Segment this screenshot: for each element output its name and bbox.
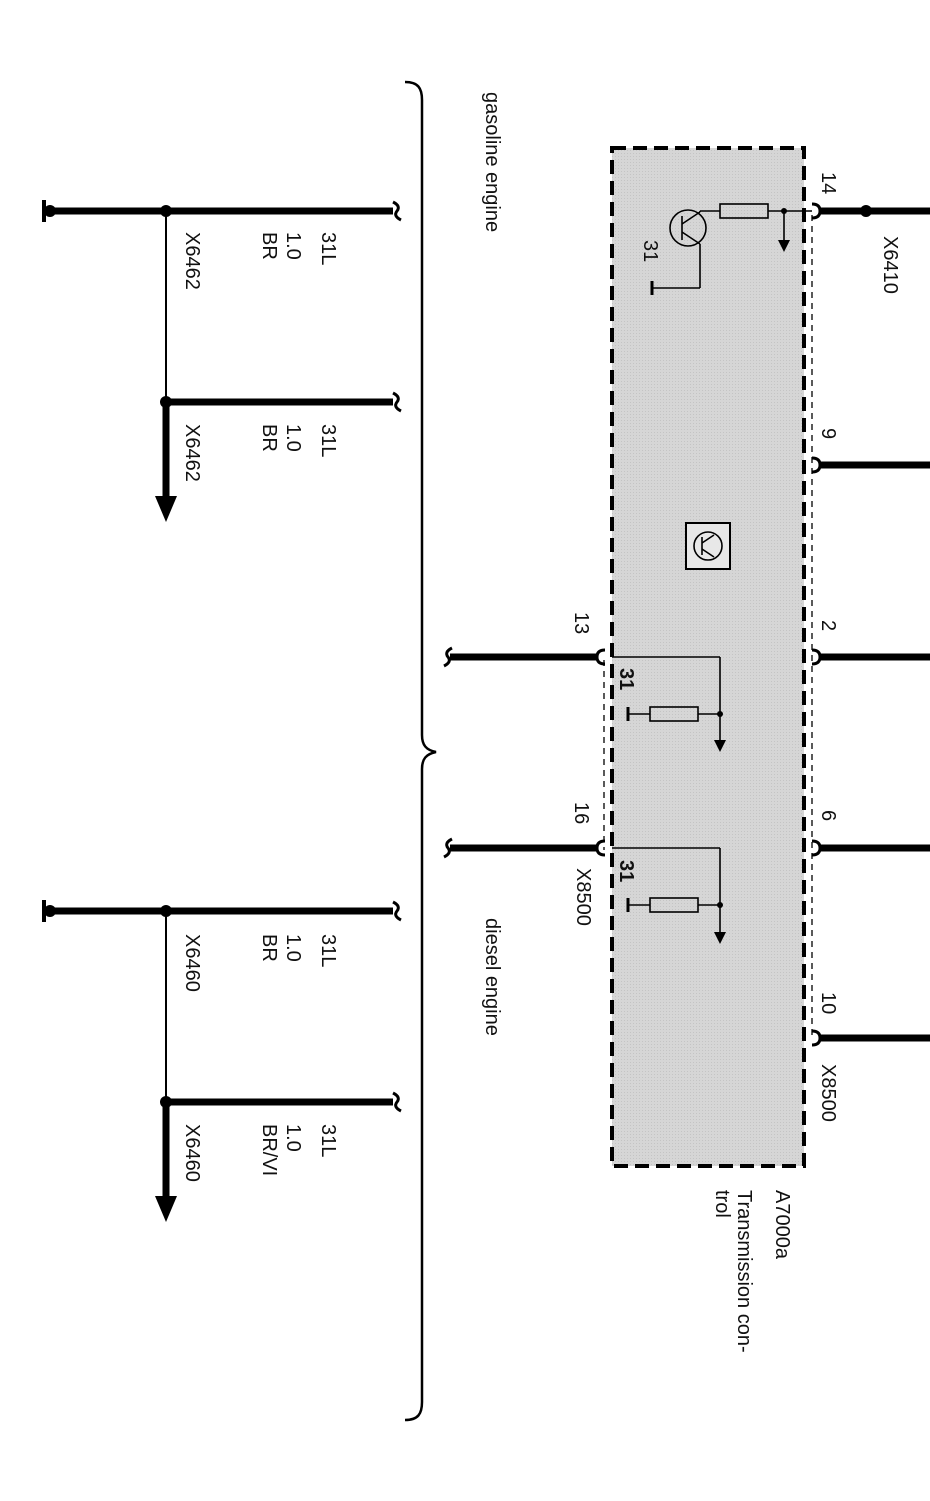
right-wire-pin-6 bbox=[811, 839, 930, 857]
transistor-circuit bbox=[650, 203, 812, 295]
wire-1-color: BR bbox=[258, 232, 280, 260]
wire-4-splice: X6460 bbox=[181, 1124, 203, 1182]
gasoline-engine-label: gasoline engine bbox=[481, 92, 503, 232]
resistor-circuit-13 bbox=[612, 656, 726, 752]
group-brace bbox=[404, 80, 437, 1422]
pin-16-label: 16 bbox=[570, 802, 592, 824]
connector-x6410-label: X6410 bbox=[879, 236, 901, 294]
right-wire-pin-2 bbox=[811, 648, 930, 666]
left-wire-pin-16 bbox=[443, 837, 606, 859]
connector-x8500-left-label: X8500 bbox=[572, 868, 594, 926]
component-name-line-1: Transmission con- bbox=[733, 1190, 755, 1353]
component-id: A7000a bbox=[771, 1190, 793, 1260]
ground-wire-gasoline-1 bbox=[42, 200, 402, 402]
wire-3-code: 31L bbox=[317, 934, 339, 967]
right-wire-pin-10 bbox=[811, 1029, 930, 1047]
left-wire-pin-13 bbox=[443, 646, 606, 668]
ground-31-label-3: 31 bbox=[615, 860, 637, 882]
wire-4-code: 31L bbox=[317, 1124, 339, 1157]
ground-wire-diesel-1 bbox=[42, 900, 402, 1102]
wire-1-code: 31L bbox=[317, 232, 339, 265]
pin-10-label: 10 bbox=[817, 992, 839, 1014]
wire-4-size: 1.0 bbox=[282, 1124, 304, 1152]
component-name-line-2: trol bbox=[711, 1190, 733, 1218]
ground-wire-gasoline-2 bbox=[155, 391, 402, 522]
electronic-module-icon bbox=[685, 522, 731, 570]
pin-2-label: 2 bbox=[817, 620, 839, 631]
wire-3-splice: X6460 bbox=[181, 934, 203, 992]
wire-4-color: BR/VI bbox=[258, 1124, 280, 1176]
ground-31-label-1: 31 bbox=[639, 240, 661, 262]
right-wire-pin-14 bbox=[811, 202, 930, 220]
wire-1-splice: X6462 bbox=[181, 232, 203, 290]
wire-2-code: 31L bbox=[317, 424, 339, 457]
pin-9-label: 9 bbox=[817, 428, 839, 439]
wire-3-size: 1.0 bbox=[282, 934, 304, 962]
wire-2-size: 1.0 bbox=[282, 424, 304, 452]
ground-wire-diesel-2 bbox=[155, 1091, 402, 1222]
wire-2-color: BR bbox=[258, 424, 280, 452]
pin-13-label: 13 bbox=[570, 612, 592, 634]
wire-3-color: BR bbox=[258, 934, 280, 962]
connector-x8500-right-label: X8500 bbox=[817, 1064, 839, 1122]
wire-2-splice: X6462 bbox=[181, 424, 203, 482]
wire-1-size: 1.0 bbox=[282, 232, 304, 260]
ground-31-label-2: 31 bbox=[615, 668, 637, 690]
diesel-engine-label: diesel engine bbox=[481, 918, 503, 1036]
pin-14-label: 14 bbox=[817, 172, 839, 194]
pin-6-label: 6 bbox=[817, 810, 839, 821]
resistor-circuit-16 bbox=[612, 847, 726, 944]
right-wire-pin-9 bbox=[811, 456, 930, 474]
